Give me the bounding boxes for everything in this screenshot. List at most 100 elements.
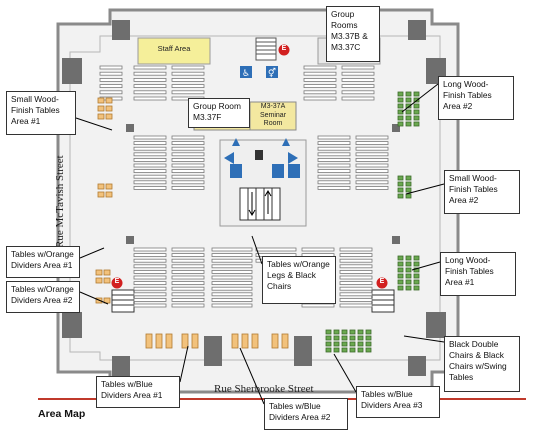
orange-table <box>105 191 113 198</box>
direction-arrow-icons <box>224 138 298 164</box>
green-table <box>325 335 332 341</box>
shelf-row <box>133 180 167 185</box>
orange-table <box>165 333 173 349</box>
green-table <box>397 187 404 193</box>
orange-table <box>251 333 259 349</box>
shelf-row <box>171 169 205 174</box>
shelf-row <box>133 281 167 286</box>
green-table <box>397 273 404 279</box>
shelf-row <box>133 174 167 179</box>
orange-table <box>103 297 111 304</box>
shelf-row <box>211 275 253 280</box>
green-table <box>405 255 412 261</box>
green-table <box>397 255 404 261</box>
green-table <box>397 103 404 109</box>
shelf-row <box>355 180 389 185</box>
green-table <box>405 91 412 97</box>
shelf-row <box>133 258 167 263</box>
shelf-row <box>301 247 335 252</box>
exit-label-left: E <box>114 278 120 285</box>
green-table <box>405 273 412 279</box>
shelf-row <box>133 275 167 280</box>
stairs-side <box>111 289 395 313</box>
stairs-top <box>255 37 277 61</box>
green-table <box>397 261 404 267</box>
shelf-row <box>355 185 389 190</box>
shelf-row <box>133 65 167 70</box>
seminar-room-label: Seminar Room <box>259 112 287 128</box>
orange-table <box>241 333 249 349</box>
shelf-row <box>355 174 389 179</box>
green-table <box>357 335 364 341</box>
phone-icon <box>255 150 263 160</box>
shelf-row <box>171 84 205 88</box>
central-stairs <box>239 187 281 221</box>
shelf-row <box>171 152 205 157</box>
shelf-row <box>133 169 167 174</box>
green-table <box>413 285 420 291</box>
callout-long-wood-2: Long Wood-Finish Tables Area #2 <box>438 76 514 120</box>
shelf-row <box>303 65 337 70</box>
green-table <box>405 267 412 273</box>
shelf-row <box>171 65 205 70</box>
shelf-row <box>133 152 167 157</box>
shelf-row <box>171 253 205 258</box>
shelf-row <box>341 84 375 88</box>
shelf-row <box>339 253 373 258</box>
callout-blue-1: Tables w/Blue Dividers Area #1 <box>96 376 180 408</box>
street-sherbrooke: Rue Sherbrooke Street <box>214 383 314 395</box>
shelf-row <box>171 90 205 95</box>
shelf-row <box>171 292 205 297</box>
orange-table <box>97 191 105 198</box>
green-table <box>397 97 404 103</box>
green-table <box>413 267 420 273</box>
green-table <box>405 279 412 285</box>
street-mctavish: Rue McTavish Street <box>54 155 66 248</box>
callout-blue-2: Tables w/Blue Dividers Area #2 <box>264 398 348 430</box>
green-table <box>397 279 404 285</box>
shelf-row <box>339 297 373 302</box>
orange-table <box>191 333 199 349</box>
orange-table <box>145 333 153 349</box>
shelf-row <box>171 264 205 269</box>
group-rooms-m337b-c-label: Group Rooms M3.37B & M3.37C <box>326 6 380 62</box>
shelf-row <box>355 146 389 151</box>
shelf-row <box>171 247 205 252</box>
shelf-row <box>339 269 373 274</box>
green-table <box>365 335 372 341</box>
green-table <box>405 187 412 193</box>
green-table <box>405 115 412 121</box>
orange-table <box>95 269 103 276</box>
green-table <box>397 121 404 127</box>
shelf-row <box>133 292 167 297</box>
orange-table <box>105 113 113 120</box>
shelf-row <box>303 84 337 88</box>
bookshelf-rows <box>99 65 389 308</box>
shelf-row <box>317 135 351 140</box>
shelf-row <box>211 247 253 252</box>
shelf-row <box>317 169 351 174</box>
shelf-row <box>133 247 167 252</box>
restroom-icon: ⚥ <box>266 66 278 79</box>
shelf-row <box>171 78 205 82</box>
orange-table <box>97 97 105 104</box>
orange-table <box>281 333 289 349</box>
shelf-row <box>339 281 373 286</box>
green-table <box>397 115 404 121</box>
green-tables <box>325 91 420 353</box>
green-table <box>349 341 356 347</box>
accessibility-icon: ♿ <box>240 66 252 79</box>
shelf-row <box>341 71 375 76</box>
shelf-row <box>133 185 167 190</box>
elevator-icon <box>230 164 300 178</box>
orange-table <box>105 105 113 112</box>
shelf-row <box>133 141 167 146</box>
callout-small-wood-1: Small Wood-Finish Tables Area #1 <box>6 91 76 135</box>
shelf-row <box>317 163 351 168</box>
shelf-row <box>317 185 351 190</box>
shelf-row <box>303 71 337 76</box>
green-table <box>333 347 340 353</box>
shelf-row <box>317 157 351 162</box>
orange-table <box>97 105 105 112</box>
